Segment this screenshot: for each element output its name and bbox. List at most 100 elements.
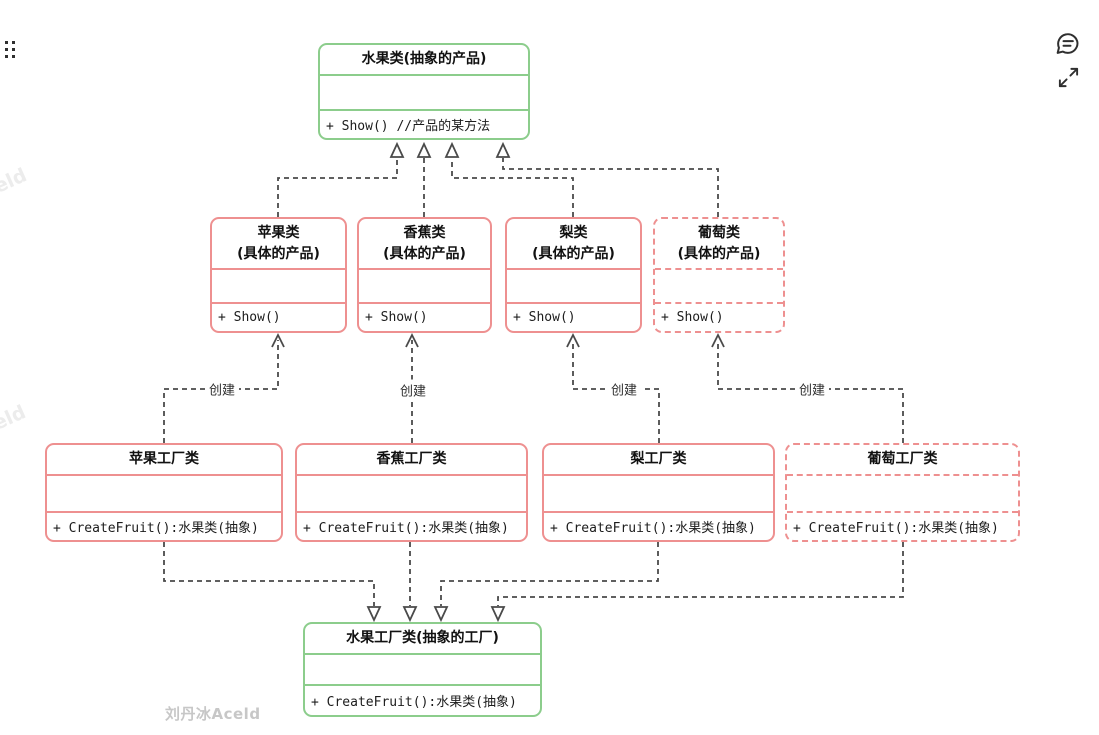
edge-label-create-grape[interactable]: 创建 bbox=[794, 378, 830, 400]
open-arrowhead bbox=[566, 332, 580, 348]
class-method: + Show() //产品的某方法 bbox=[320, 109, 528, 138]
class-box-banana-product[interactable]: 香蕉类 (具体的产品) + Show() bbox=[357, 217, 492, 333]
class-method-text: + Show() bbox=[365, 310, 428, 325]
class-method-text: + CreateFruit():水果类(抽象) bbox=[550, 521, 756, 536]
edge-realization-grape[interactable] bbox=[495, 141, 719, 217]
drag-handle-dots bbox=[5, 41, 15, 58]
class-title: 葡萄工厂类 bbox=[787, 445, 1018, 474]
class-title-text: 香蕉工厂类 bbox=[376, 451, 447, 468]
class-title-text: 苹果工厂类 bbox=[129, 451, 199, 468]
class-box-abstract-product[interactable]: 水果类(抽象的产品) + Show() //产品的某方法 bbox=[318, 43, 530, 140]
expand-diagonal-1 bbox=[1069, 67, 1079, 77]
edge-generalization-banana-factory[interactable] bbox=[402, 542, 418, 623]
class-fields bbox=[320, 74, 528, 109]
class-title-text: 梨工厂类 bbox=[630, 451, 687, 468]
edge-label-create-apple[interactable]: 创建 bbox=[204, 378, 240, 400]
class-method: + CreateFruit():水果类(抽象) bbox=[305, 684, 540, 715]
class-method: + CreateFruit():水果类(抽象) bbox=[47, 511, 281, 540]
watermark-fragment: eld bbox=[0, 401, 30, 435]
class-title-text: 葡萄类 bbox=[698, 225, 740, 242]
edge-line bbox=[440, 542, 659, 606]
edge-realization-apple[interactable] bbox=[277, 141, 405, 217]
class-title: 水果工厂类(抽象的工厂) bbox=[305, 624, 540, 653]
edge-line bbox=[572, 340, 660, 443]
class-fields bbox=[655, 268, 783, 302]
comment-icon[interactable] bbox=[1053, 30, 1081, 58]
class-box-apple-factory[interactable]: 苹果工厂类 + CreateFruit():水果类(抽象) bbox=[45, 443, 283, 542]
class-box-grape-product[interactable]: 葡萄类 (具体的产品) + Show() bbox=[653, 217, 785, 333]
class-fields bbox=[507, 268, 640, 302]
comment-bubble bbox=[1056, 33, 1079, 54]
class-box-pear-factory[interactable]: 梨工厂类 + CreateFruit():水果类(抽象) bbox=[542, 443, 775, 542]
class-method-text: + Show() //产品的某方法 bbox=[326, 119, 491, 134]
class-box-abstract-factory[interactable]: 水果工厂类(抽象的工厂) + CreateFruit():水果类(抽象) bbox=[303, 622, 542, 717]
edge-generalization-grape-factory[interactable] bbox=[490, 542, 904, 623]
expand-diagonal-2 bbox=[1058, 78, 1068, 88]
edge-realization-pear[interactable] bbox=[444, 141, 574, 217]
class-fields bbox=[212, 268, 345, 302]
class-fields bbox=[544, 474, 773, 511]
edge-line bbox=[497, 542, 904, 606]
hollow-triangle-arrowhead bbox=[433, 606, 449, 623]
class-subtitle-text: (具体的产品) bbox=[677, 245, 761, 262]
hollow-triangle-arrowhead bbox=[402, 606, 418, 623]
hollow-triangle-arrowhead bbox=[490, 606, 506, 623]
class-box-apple-product[interactable]: 苹果类 (具体的产品) + Show() bbox=[210, 217, 347, 333]
expand-icon[interactable] bbox=[1057, 66, 1080, 89]
hollow-triangle-arrowhead bbox=[444, 141, 460, 158]
class-title: 葡萄类 (具体的产品) bbox=[655, 219, 783, 268]
drag-handle-icon[interactable] bbox=[4, 40, 18, 58]
hollow-triangle-arrowhead bbox=[366, 606, 382, 623]
edge-line bbox=[502, 158, 719, 217]
class-fields bbox=[297, 474, 526, 511]
class-title-text: 梨类 bbox=[559, 225, 588, 242]
class-method: + CreateFruit():水果类(抽象) bbox=[787, 511, 1018, 540]
edge-generalization-apple-factory[interactable] bbox=[163, 542, 382, 623]
class-box-banana-factory[interactable]: 香蕉工厂类 + CreateFruit():水果类(抽象) bbox=[295, 443, 528, 542]
edge-line bbox=[163, 542, 375, 606]
class-title: 苹果类 (具体的产品) bbox=[212, 219, 345, 268]
class-method-text: + CreateFruit():水果类(抽象) bbox=[53, 521, 259, 536]
class-method: + CreateFruit():水果类(抽象) bbox=[544, 511, 773, 540]
class-method-text: + Show() bbox=[218, 310, 281, 325]
edge-line bbox=[277, 158, 398, 217]
class-subtitle-text: (具体的产品) bbox=[532, 245, 615, 262]
class-subtitle-text: (具体的产品) bbox=[383, 245, 466, 262]
class-method-text: + CreateFruit():水果类(抽象) bbox=[311, 695, 517, 710]
open-arrowhead bbox=[405, 332, 419, 348]
edge-create-pear[interactable] bbox=[566, 332, 660, 443]
class-method-text: + Show() bbox=[513, 310, 576, 325]
class-box-grape-factory[interactable]: 葡萄工厂类 + CreateFruit():水果类(抽象) bbox=[785, 443, 1020, 542]
class-title: 苹果工厂类 bbox=[47, 445, 281, 474]
class-title: 梨类 (具体的产品) bbox=[507, 219, 640, 268]
class-method-text: + CreateFruit():水果类(抽象) bbox=[793, 521, 999, 536]
hollow-triangle-arrowhead bbox=[416, 141, 432, 158]
class-title: 香蕉工厂类 bbox=[297, 445, 526, 474]
edge-generalization-pear-factory[interactable] bbox=[433, 542, 659, 623]
open-arrowhead bbox=[711, 332, 725, 348]
edge-realization-banana[interactable] bbox=[416, 141, 432, 217]
class-title-text: 苹果类 bbox=[257, 225, 300, 242]
edge-label-create-pear[interactable]: 创建 bbox=[606, 378, 642, 400]
class-title-text: 香蕉类 bbox=[403, 225, 446, 242]
open-arrowhead bbox=[271, 332, 285, 348]
class-title-text: 水果工厂类(抽象的工厂) bbox=[346, 630, 499, 647]
hollow-triangle-arrowhead bbox=[389, 141, 405, 158]
edge-label-create-banana[interactable]: 创建 bbox=[395, 379, 431, 401]
class-method-text: + CreateFruit():水果类(抽象) bbox=[303, 521, 509, 536]
class-method-text: + Show() bbox=[661, 310, 724, 325]
watermark-fragment: eld bbox=[0, 164, 31, 198]
class-fields bbox=[305, 653, 540, 684]
class-subtitle-text: (具体的产品) bbox=[237, 245, 320, 262]
class-method: + Show() bbox=[655, 302, 783, 331]
class-box-pear-product[interactable]: 梨类 (具体的产品) + Show() bbox=[505, 217, 642, 333]
watermark-signature: 刘丹冰Aceld bbox=[165, 705, 261, 723]
class-title-text: 水果类(抽象的产品) bbox=[361, 51, 487, 68]
class-title: 水果类(抽象的产品) bbox=[320, 45, 528, 74]
class-title: 梨工厂类 bbox=[544, 445, 773, 474]
edge-create-banana[interactable] bbox=[405, 332, 419, 443]
class-method: + Show() bbox=[212, 302, 345, 331]
class-fields bbox=[359, 268, 490, 302]
